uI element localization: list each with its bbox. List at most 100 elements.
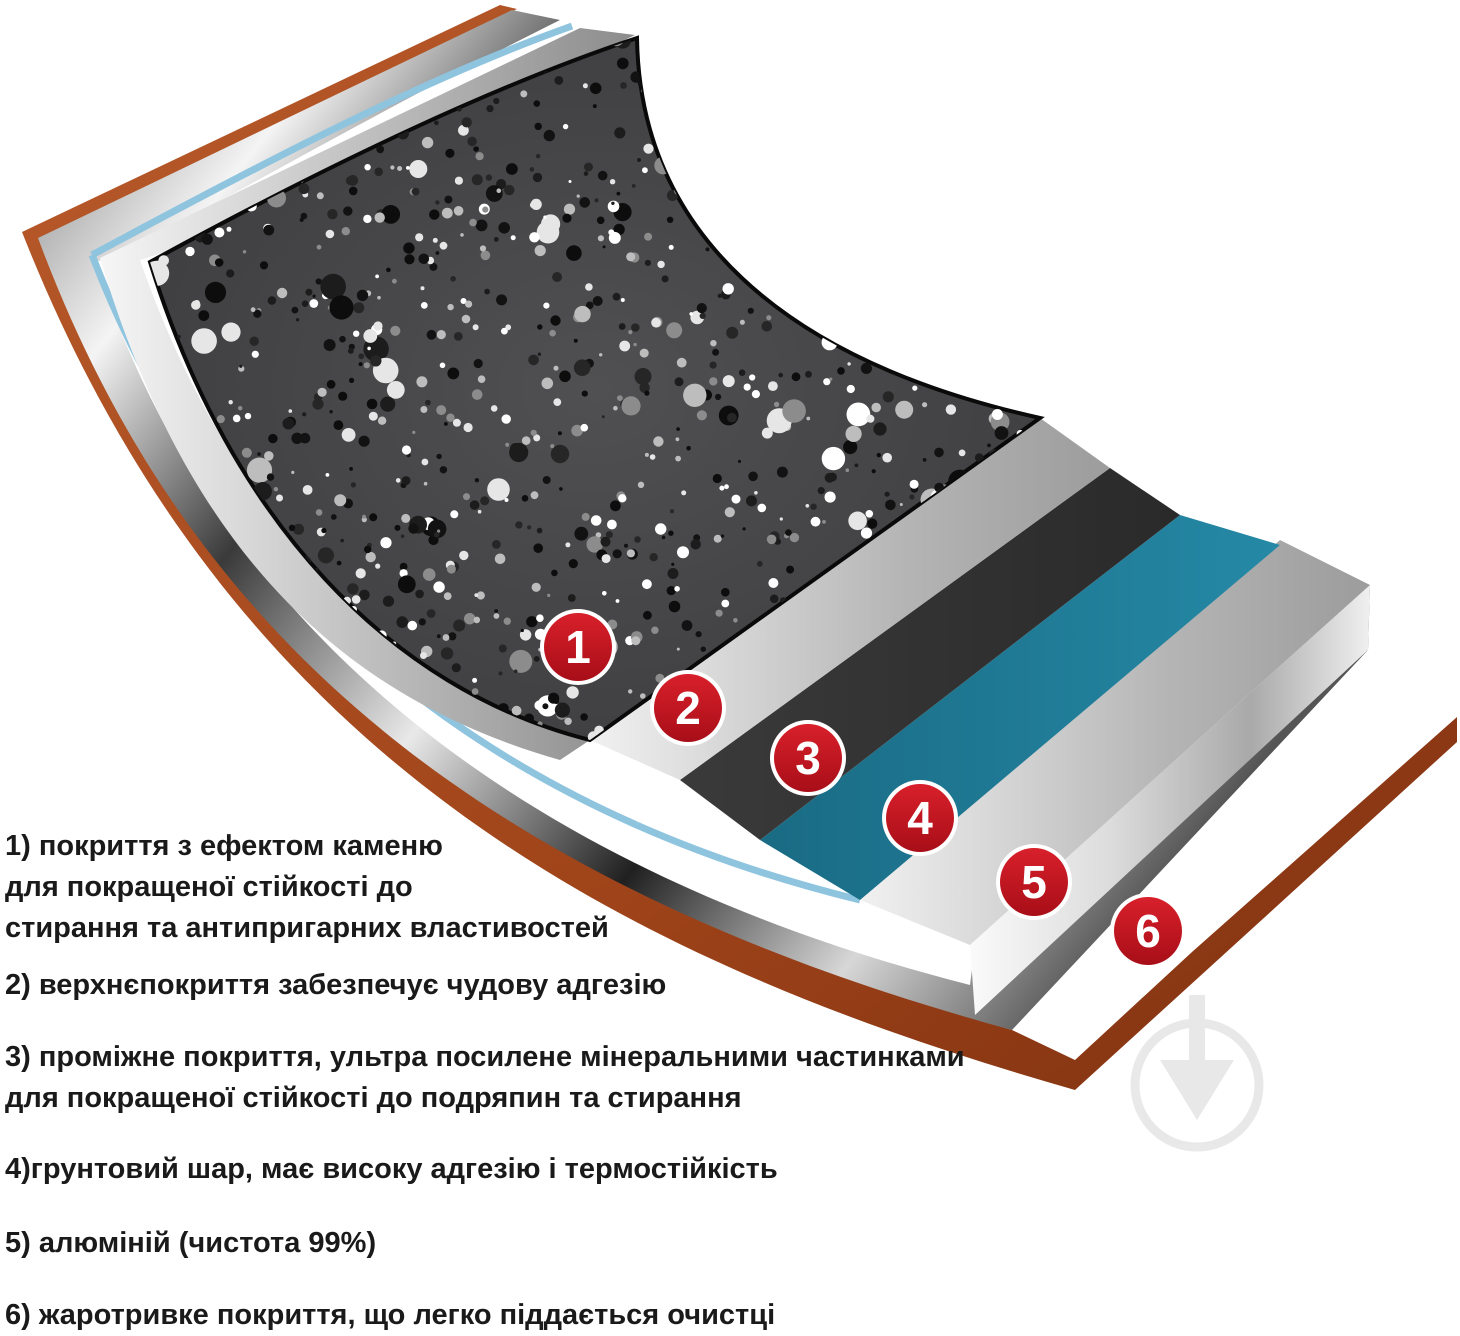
stone-speckle: [469, 218, 477, 227]
stone-speckle: [665, 159, 673, 166]
stone-speckle: [854, 463, 859, 468]
stone-speckle: [343, 206, 353, 216]
stone-speckle: [425, 399, 431, 406]
stone-speckle: [530, 429, 537, 436]
badge-circle: [1114, 897, 1182, 965]
stone-speckle: [819, 298, 829, 309]
stone-speckle: [659, 143, 666, 150]
stone-speckle: [520, 628, 524, 633]
stone-speckle: [333, 420, 344, 430]
stone-speckle: [959, 349, 970, 360]
stone-speckle: [681, 45, 688, 52]
stone-speckle: [668, 244, 674, 250]
stone-speckle: [619, 340, 631, 352]
stone-speckle: [944, 172, 950, 178]
stone-speckle: [964, 236, 970, 241]
stone-speckle: [869, 280, 877, 288]
stone-speckle: [666, 322, 683, 339]
stone-speckle: [382, 595, 395, 607]
stone-speckle: [315, 278, 322, 285]
stone-speckle: [1012, 388, 1023, 399]
stone-speckle: [729, 69, 741, 80]
stone-speckle: [1044, 379, 1052, 387]
stone-speckle: [369, 513, 378, 522]
stone-speckle: [553, 398, 562, 406]
stone-speckle: [741, 227, 747, 233]
stone-speckle: [691, 42, 696, 47]
stone-speckle: [884, 305, 890, 311]
stone-speckle: [610, 500, 621, 512]
stone-speckle: [263, 224, 275, 236]
stone-speckle: [979, 259, 989, 269]
stone-speckle: [753, 269, 764, 280]
stone-speckle: [241, 447, 252, 458]
stone-speckle: [381, 205, 401, 224]
stone-speckle: [823, 378, 831, 386]
stone-speckle: [259, 261, 269, 270]
stone-speckle: [501, 414, 511, 424]
stone-speckle: [420, 652, 427, 659]
stone-speckle: [617, 395, 623, 401]
stone-speckle: [554, 76, 564, 85]
stone-speckle: [463, 493, 470, 501]
stone-speckle: [301, 300, 309, 308]
stone-speckle: [634, 536, 641, 543]
stone-speckle: [386, 267, 391, 273]
stone-speckle: [841, 241, 852, 251]
stone-speckle: [668, 600, 681, 613]
stone-speckle: [1011, 146, 1016, 151]
stone-speckle: [930, 171, 937, 178]
stone-speckle: [667, 568, 679, 579]
stone-speckle: [696, 303, 707, 314]
stone-speckle: [275, 733, 287, 740]
stone-speckle: [1012, 129, 1018, 135]
stone-speckle: [288, 409, 293, 413]
stone-speckle: [670, 509, 674, 514]
stone-speckle: [1001, 294, 1011, 304]
stone-speckle: [597, 235, 605, 242]
stone-speckle: [377, 295, 381, 300]
stone-speckle: [216, 683, 220, 688]
stone-speckle: [536, 614, 544, 622]
stone-speckle: [177, 334, 181, 339]
stone-speckle: [450, 510, 459, 519]
stone-speckle: [621, 396, 641, 416]
stone-speckle: [348, 186, 358, 196]
stone-speckle: [519, 629, 532, 641]
stone-speckle: [550, 444, 570, 464]
stone-speckle: [712, 473, 722, 484]
stone-speckle: [323, 339, 336, 351]
stone-speckle: [676, 357, 687, 368]
stone-speckle: [946, 343, 952, 350]
stone-speckle: [543, 129, 555, 142]
stone-speckle: [266, 473, 275, 481]
stone-speckle: [864, 158, 881, 174]
stone-speckle: [461, 117, 472, 128]
stone-speckle: [407, 620, 418, 631]
stone-speckle: [804, 256, 811, 263]
stone-speckle: [446, 413, 455, 422]
stone-speckle: [918, 156, 929, 168]
stone-speckle: [739, 319, 745, 325]
stone-speckle: [967, 279, 973, 285]
stone-speckle: [876, 276, 897, 296]
stone-speckle: [346, 59, 350, 63]
stone-speckle: [474, 593, 479, 597]
stone-speckle: [242, 38, 252, 43]
stone-speckle: [824, 472, 835, 483]
stone-speckle: [677, 115, 685, 123]
stone-speckle: [226, 122, 231, 127]
stone-speckle: [737, 459, 742, 463]
stone-speckle: [429, 209, 440, 220]
stone-speckle: [644, 232, 653, 241]
stone-speckle: [203, 642, 212, 651]
stone-speckle: [995, 182, 1003, 190]
stone-speckle: [363, 214, 372, 224]
stone-speckle: [989, 95, 999, 105]
stone-speckle: [175, 682, 185, 692]
stone-speckle: [725, 238, 730, 244]
stone-speckle: [435, 251, 440, 255]
stone-speckle: [238, 729, 248, 740]
stone-speckle: [399, 569, 408, 578]
stone-speckle: [176, 545, 183, 552]
